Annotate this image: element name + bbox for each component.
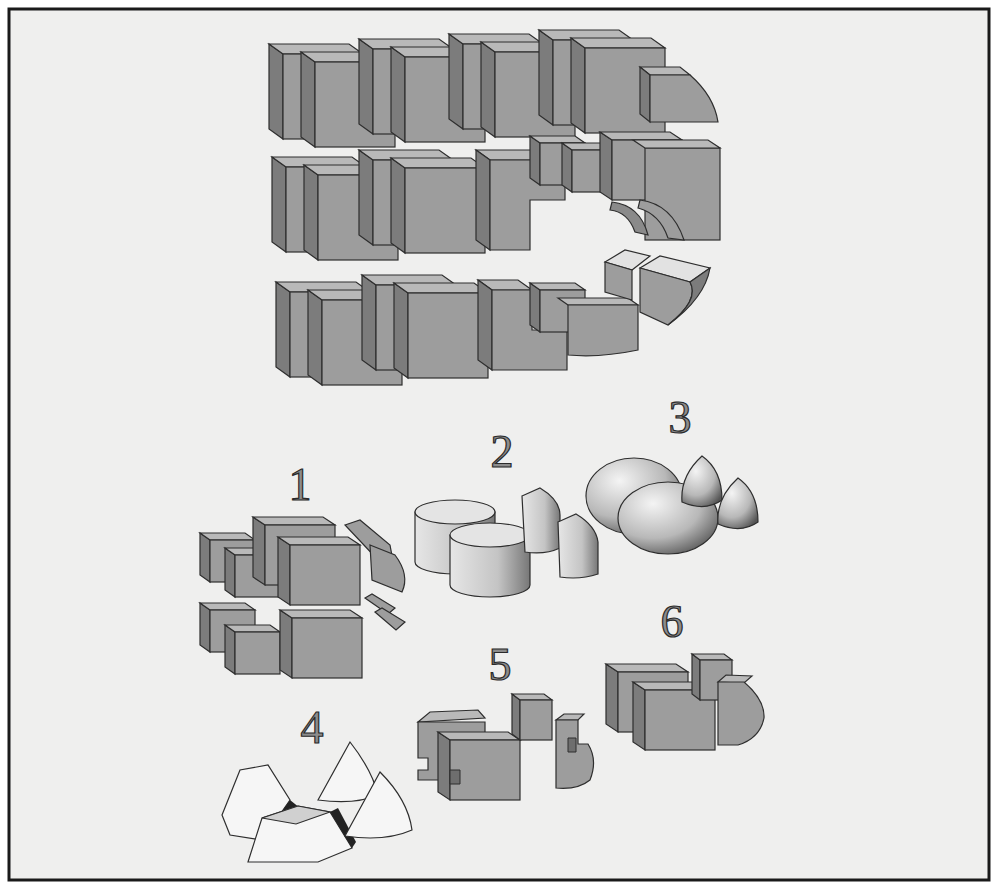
callout-number: 5	[489, 642, 512, 688]
callout-number: 1	[289, 462, 312, 508]
callout-number: 3	[669, 395, 692, 441]
callout-number: 2	[491, 429, 514, 475]
callout-number: 4	[301, 705, 324, 751]
callout-number: 6	[661, 599, 684, 645]
